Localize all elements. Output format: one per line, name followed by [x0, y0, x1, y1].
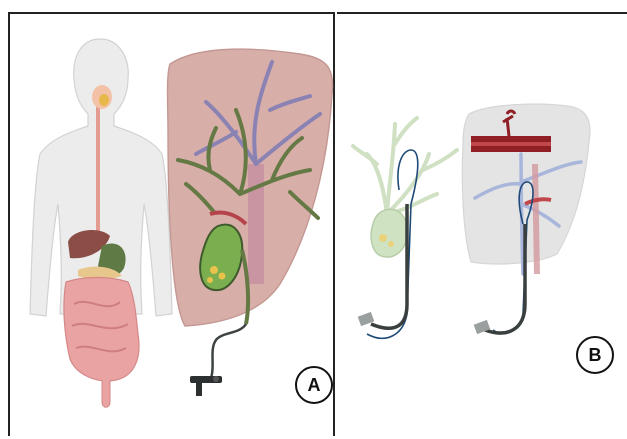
salivary-gland [99, 94, 109, 106]
panel-a-label: A [295, 366, 333, 404]
endoscope-grip [196, 382, 202, 396]
vessel-band-highlight [471, 142, 551, 146]
gallbladder-small [371, 209, 407, 257]
endoscope-cable [210, 324, 246, 382]
liver-illustration [168, 49, 333, 326]
endoscope-knob [213, 376, 219, 382]
gallstone [379, 234, 387, 242]
liver-vascular-illustration [462, 104, 590, 334]
endoscope-illustration [190, 324, 246, 396]
panel-a-illustration [10, 14, 337, 438]
biliary-tree-illustration [353, 118, 457, 338]
portal-vein [535, 164, 537, 274]
gallstone [210, 266, 218, 274]
panel-b: B [337, 12, 627, 436]
vena-cava [248, 164, 264, 284]
intestines [64, 278, 139, 381]
rectum [102, 380, 110, 407]
panel-b-illustration [337, 14, 627, 438]
gallstone [388, 241, 394, 247]
panel-a: A [8, 12, 335, 436]
human-body-illustration [30, 39, 172, 407]
gallstone [219, 273, 226, 280]
gallstone [207, 277, 213, 283]
bile-duct-branches [353, 118, 457, 214]
panel-b-label: B [576, 336, 614, 374]
